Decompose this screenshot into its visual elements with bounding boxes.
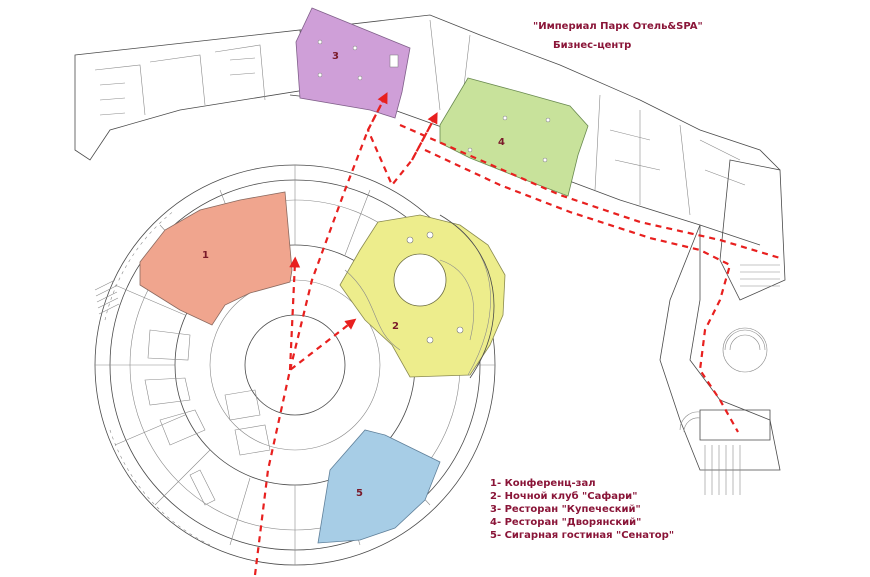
zone-areas (139, 7, 589, 544)
zone-3-area[interactable] (295, 7, 411, 119)
walking-routes (253, 92, 781, 576)
zone-4-area[interactable] (439, 77, 589, 197)
legend-item-2: 2- Ночной клуб "Сафари" (490, 491, 638, 502)
map-legend: 1- Конференц-зал 2- Ночной клуб "Сафари"… (490, 477, 674, 542)
legend-item-4: 4- Ресторан "Дворянский" (490, 517, 642, 528)
zone-3-number: 3 (332, 51, 339, 62)
legend-item-5: 5- Сигарная гостиная "Сенатор" (490, 530, 675, 541)
legend-item-1: 1- Конференц-зал (490, 478, 596, 489)
zone-5-number: 5 (356, 488, 363, 499)
legend-item-3: 3- Ресторан "Купеческий" (490, 504, 641, 515)
zone-5-area[interactable] (317, 429, 441, 544)
map-title: "Империал Парк Отель&SPA" (533, 21, 703, 32)
zone-1-number: 1 (202, 250, 209, 261)
building-walls (74, 14, 786, 566)
map-subtitle: Бизнес-центр (553, 40, 632, 51)
zone-1-area[interactable] (139, 191, 293, 326)
zone-details (317, 39, 551, 379)
zone-2-number: 2 (392, 321, 399, 332)
zone-4-number: 4 (498, 137, 505, 148)
zone-labels: 1 2 3 4 5 (202, 51, 505, 499)
